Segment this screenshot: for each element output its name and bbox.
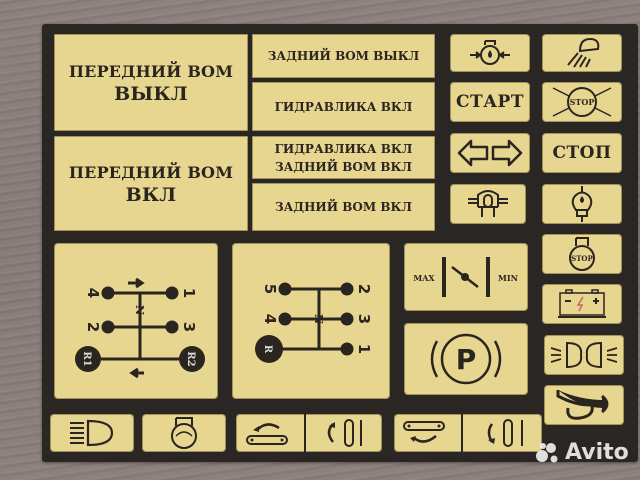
avito-logo-icon xyxy=(536,442,558,462)
svg-text:1: 1 xyxy=(355,344,373,354)
rear-pto-off-label: ЗАДНИЙ ВОМ ВЫКЛ xyxy=(252,34,435,78)
link-arm-drop-icon xyxy=(487,419,523,447)
work-light-label xyxy=(542,34,622,72)
hydraulics-rear-pto-on-label: ГИДРАВЛИКА ВКЛ ЗАДНИЙ ВОМ ВКЛ xyxy=(252,136,435,179)
hydraulics-rear-pto-line1: ГИДРАВЛИКА ВКЛ xyxy=(274,141,413,156)
horn-icon xyxy=(556,390,609,420)
engine-stop-icon: STOP xyxy=(569,237,595,271)
front-pto-off-line2: ВЫКЛ xyxy=(114,82,188,105)
glow-plug-icon xyxy=(571,186,593,222)
start-label: СТАРТ xyxy=(450,82,530,122)
high-beam-label xyxy=(50,414,134,452)
svg-text:2: 2 xyxy=(355,284,373,294)
front-pto-on-label: ПЕРЕДНИЙ ВОМ ВКЛ xyxy=(54,136,248,231)
rear-pto-on-label: ЗАДНИЙ ВОМ ВКЛ xyxy=(252,183,435,231)
battery-icon xyxy=(558,289,606,318)
stop-label: СТОП xyxy=(542,133,622,173)
parking-brake-label: P xyxy=(404,323,528,395)
svg-text:MIN: MIN xyxy=(498,273,518,283)
hydraulics-on-label: ГИДРАВЛИКА ВКЛ xyxy=(252,82,435,131)
work-light-icon xyxy=(567,37,600,68)
headlights-icon xyxy=(550,341,618,369)
differential-lock-icon xyxy=(468,190,508,217)
gear-shift-1-diagram: R1 R2 4 2 1 3 N xyxy=(75,277,205,379)
front-pto-on-line1: ПЕРЕДНИЙ ВОМ xyxy=(68,162,234,182)
svg-text:R2: R2 xyxy=(185,351,196,366)
stop-text: СТОП xyxy=(552,143,612,163)
svg-text:1: 1 xyxy=(180,288,198,298)
front-pto-off-label: ПЕРЕДНИЙ ВОМ ВЫКЛ xyxy=(54,34,248,131)
svg-text:MAX: MAX xyxy=(413,273,435,283)
oil-pressure-icon xyxy=(470,40,510,65)
link-arm-raise-icon xyxy=(328,419,363,447)
front-pto-on-line2: ВКЛ xyxy=(125,183,177,206)
engine-icon xyxy=(171,417,197,449)
sticker-sheet: ПЕРЕДНИЙ ВОМ ВЫКЛ ПЕРЕДНИЙ ВОМ ВКЛ ЗАДНИ… xyxy=(42,24,638,462)
glow-plug-label xyxy=(542,184,622,224)
svg-text:P: P xyxy=(456,343,477,376)
battery-label xyxy=(542,284,622,324)
front-pto-off-line1: ПЕРЕДНИЙ ВОМ xyxy=(68,61,234,81)
svg-text:4: 4 xyxy=(84,288,102,298)
high-beam-icon xyxy=(70,419,114,447)
divider xyxy=(303,414,306,452)
engine-stop-label: STOP xyxy=(542,234,622,274)
parking-brake-icon: P xyxy=(430,333,502,385)
svg-text:3: 3 xyxy=(355,314,373,324)
lift-down-strip xyxy=(394,414,542,452)
gear-shift-2-diagram: R 5 4 2 3 1 N xyxy=(255,282,373,363)
svg-text:R: R xyxy=(262,345,273,354)
divider xyxy=(460,414,463,452)
turn-signals-label xyxy=(450,133,530,173)
differential-lock-label xyxy=(450,184,526,224)
hydraulics-rear-pto-line2: ЗАДНИЙ ВОМ ВКЛ xyxy=(274,159,412,174)
oil-pressure-label xyxy=(450,34,530,72)
headlights-label xyxy=(544,335,624,375)
throttle-icon: MAX MIN xyxy=(413,257,518,297)
engine-label xyxy=(142,414,226,452)
svg-text:3: 3 xyxy=(180,322,198,332)
throttle-label: MAX MIN xyxy=(404,243,528,311)
svg-text:5: 5 xyxy=(261,284,279,294)
svg-text:R1: R1 xyxy=(81,351,92,366)
horn-label xyxy=(544,385,624,425)
link-arm-lower-icon xyxy=(245,423,288,445)
svg-text:2: 2 xyxy=(84,322,102,332)
svg-text:STOP: STOP xyxy=(570,97,595,107)
svg-text:STOP: STOP xyxy=(571,254,593,263)
gear-shift-pattern-1: R1 R2 4 2 1 3 N xyxy=(54,243,218,399)
avito-text: Avito xyxy=(565,440,629,465)
rear-pto-on-text: ЗАДНИЙ ВОМ ВКЛ xyxy=(274,200,412,214)
svg-text:4: 4 xyxy=(261,314,279,324)
start-text: СТАРТ xyxy=(456,92,524,112)
turn-signals-icon xyxy=(457,139,523,167)
gear-shift-pattern-2: R 5 4 2 3 1 N xyxy=(232,243,390,399)
svg-text:N: N xyxy=(133,305,146,315)
avito-watermark: Avito xyxy=(535,440,629,465)
link-arm-lower-down-icon xyxy=(403,421,446,443)
lift-up-strip xyxy=(236,414,382,452)
svg-text:N: N xyxy=(312,314,325,324)
stop-lamp-icon: STOP xyxy=(552,87,612,117)
hydraulics-on-text: ГИДРАВЛИКА ВКЛ xyxy=(274,99,413,114)
stop-lamp-label: STOP xyxy=(542,82,622,122)
rear-pto-off-text: ЗАДНИЙ ВОМ ВЫКЛ xyxy=(267,49,420,63)
